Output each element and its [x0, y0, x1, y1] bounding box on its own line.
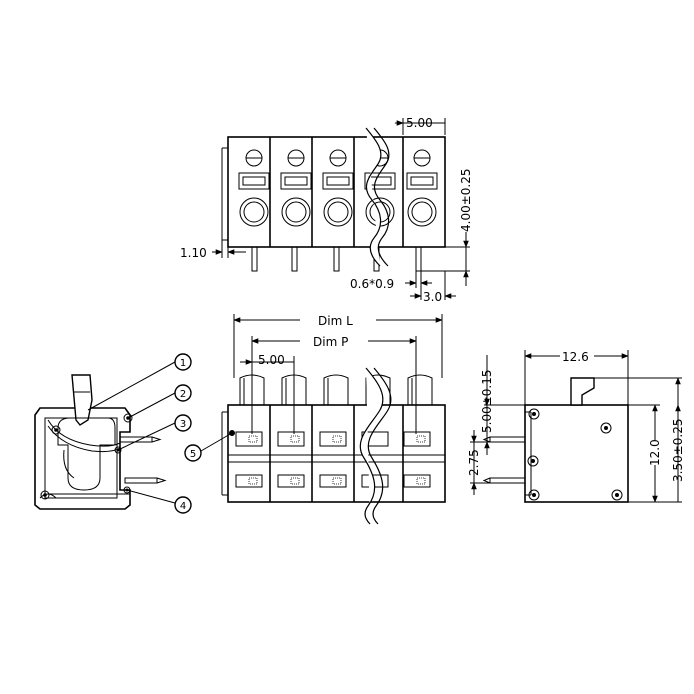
- callout-1: 1: [174, 353, 192, 371]
- dim-side-width: 12.6: [562, 350, 589, 364]
- break-line: [367, 367, 392, 525]
- dim-l-label: Dim L: [318, 314, 353, 328]
- break-line: [365, 127, 382, 267]
- dim-top-pitch: 5.00: [406, 116, 433, 130]
- svg-text:2: 2: [180, 389, 186, 400]
- dim-pin-offset: 1.10: [180, 246, 207, 260]
- front-view: Dim L Dim P 5.00: [221, 314, 446, 525]
- callout-3: 3: [174, 414, 192, 432]
- dim-side-height: 12.0: [648, 439, 662, 466]
- dim-side-right: 3.50±0.25: [671, 419, 685, 483]
- dim-front-pitch: 5.00: [258, 353, 285, 367]
- callout-2: 2: [174, 384, 192, 402]
- section-view: [34, 361, 233, 510]
- callout-4: 4: [174, 496, 192, 514]
- dim-pin-section: 0.6*0.9: [350, 277, 394, 291]
- top-view-modules: [238, 137, 438, 247]
- top-view-pins: [251, 246, 422, 272]
- dim-side-lower: 2.75: [467, 449, 481, 476]
- break-line: [359, 367, 384, 525]
- svg-text:5: 5: [190, 449, 196, 460]
- svg-text:1: 1: [180, 358, 186, 369]
- front-view-levers: [239, 374, 433, 405]
- callouts: 1 2 3 4 5: [174, 353, 202, 514]
- dim-top-height: 4.00±0.25: [459, 169, 473, 233]
- side-view: 12.6 12.0 3.50±0.25 5.00±0.15 2.75: [467, 350, 685, 503]
- break-line: [373, 127, 390, 267]
- dim-p-label: Dim P: [313, 335, 348, 349]
- svg-text:4: 4: [180, 501, 186, 512]
- svg-text:3: 3: [180, 419, 186, 430]
- dim-side-upper: 5.00±0.15: [480, 370, 494, 434]
- dim-pin-spacing: 3.0: [423, 290, 442, 304]
- front-view-openings: [235, 431, 431, 488]
- top-view: 5.00 4.00±0.25 1.10 0.6*0.9 3.0: [180, 116, 473, 304]
- callout-5: 5: [184, 444, 202, 462]
